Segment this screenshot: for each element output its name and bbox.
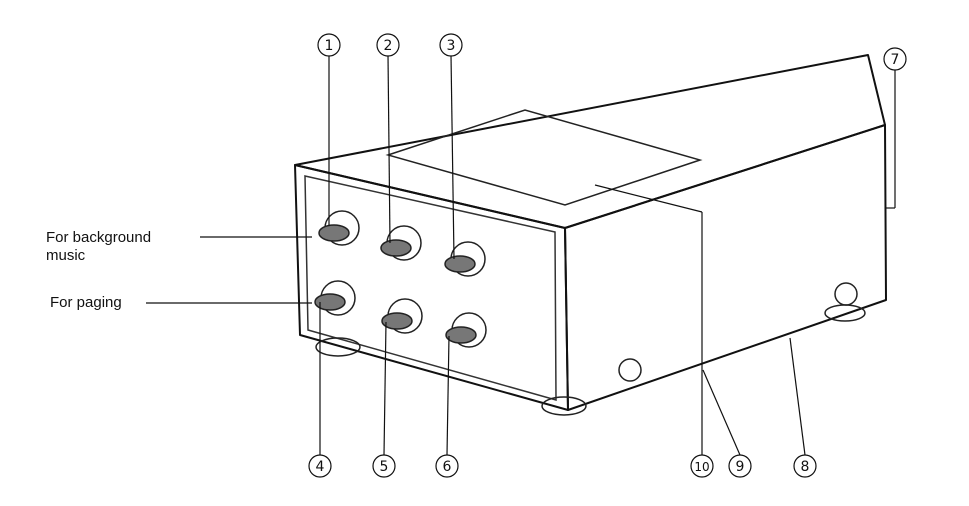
- paging-label: For paging: [50, 294, 122, 311]
- svg-text:10: 10: [694, 460, 709, 474]
- callout-3: 3: [439, 33, 463, 57]
- leader-line: [789, 337, 806, 456]
- top-face: [294, 54, 886, 229]
- side-screws: [618, 282, 858, 382]
- callout-6: 6: [435, 454, 459, 478]
- post: [314, 293, 346, 311]
- callout-1: 1: [317, 33, 341, 57]
- callout-8: 8: [793, 454, 817, 478]
- post: [380, 239, 412, 257]
- svg-text:3: 3: [447, 38, 456, 54]
- foot: [315, 337, 361, 357]
- top-label-plate: [385, 109, 703, 206]
- leader-line: [450, 54, 455, 260]
- callout-10: 10: [690, 454, 714, 478]
- screw: [618, 358, 642, 382]
- post: [444, 255, 476, 273]
- leader-line: [594, 184, 703, 213]
- device-body: [294, 54, 887, 411]
- svg-text:9: 9: [736, 459, 745, 475]
- svg-text:5: 5: [380, 459, 389, 475]
- svg-text:7: 7: [891, 52, 900, 68]
- screw: [834, 282, 858, 306]
- leader-line: [446, 335, 450, 456]
- post: [445, 326, 477, 344]
- svg-text:6: 6: [443, 459, 452, 475]
- callout-5: 5: [372, 454, 396, 478]
- leader-line: [702, 369, 741, 456]
- post: [318, 224, 350, 242]
- svg-text:2: 2: [384, 38, 393, 54]
- leader-line: [383, 321, 387, 456]
- foot: [824, 304, 866, 322]
- svg-text:8: 8: [801, 459, 810, 475]
- background-music-label: For background music: [46, 229, 152, 264]
- svg-text:4: 4: [316, 459, 325, 475]
- front-panel-frame: [304, 175, 557, 401]
- callout-7: 7: [883, 47, 907, 71]
- callouts: 1 2 3 7 4 5 6 10 9 8: [308, 33, 907, 478]
- callout-4: 4: [308, 454, 332, 478]
- svg-text:1: 1: [325, 38, 334, 54]
- leader-lines: [146, 54, 896, 456]
- foot: [541, 396, 587, 416]
- leader-line: [387, 54, 391, 244]
- post: [381, 312, 413, 330]
- callout-2: 2: [376, 33, 400, 57]
- right-face: [564, 124, 887, 411]
- binding-posts: [314, 210, 487, 348]
- callout-9: 9: [728, 454, 752, 478]
